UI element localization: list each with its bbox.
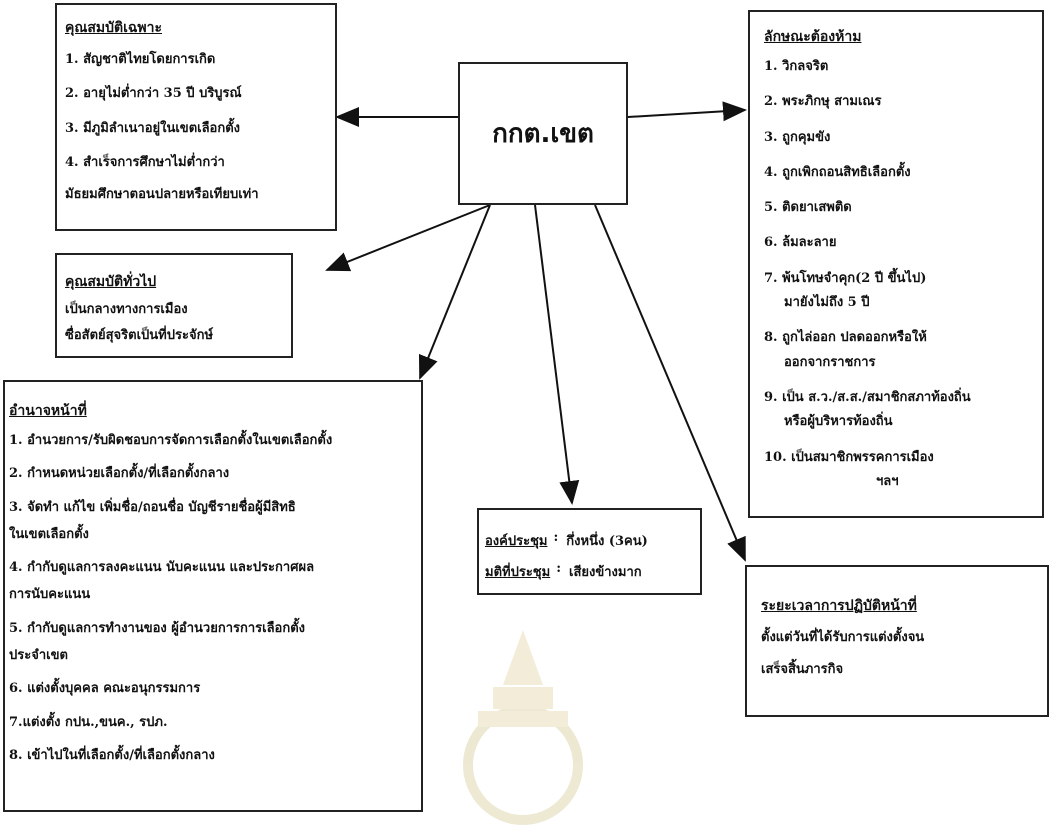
resolution-label: มติที่ประชุม <box>485 565 551 580</box>
list-item: 8. เข้าไปในที่เลือกตั้ง/ที่เลือกตั้งกลาง <box>9 747 215 763</box>
arrow-to-prohibitions <box>627 101 747 122</box>
list-item: 7. พ้นโทษจำคุก(2 ปี ขึ้นไป) <box>764 270 927 286</box>
resolution-row: มติที่ประชุม : เสียงข้างมาก <box>485 561 700 582</box>
arrow-to-meeting <box>534 204 580 505</box>
center-node: กกต.เขต <box>458 62 628 205</box>
list-item: 4. กำกับดูแลการลงคะแนน นับคะแนน และประกา… <box>9 560 315 576</box>
list-item: หรือผู้บริหารท้องถิ่น <box>784 414 893 430</box>
duties-title: อำนาจหน้าที่ <box>9 403 87 419</box>
list-item: 5. กำกับดูแลการทำงานของ ผู้อำนวยการการเล… <box>9 620 306 636</box>
list-item: 2. อายุไม่ต่ำกว่า 35 ปี บริบูรณ์ <box>65 86 242 102</box>
list-item: ออกจากราชการ <box>784 354 876 370</box>
specific-qualifications-box: คุณสมบัติเฉพาะ 1. สัญชาติไทยโดยการเกิด 2… <box>55 3 337 231</box>
list-item: เป็นกลางทางการเมือง <box>65 302 188 317</box>
general-qualifications-title: คุณสมบัติทั่วไป <box>65 274 157 290</box>
center-label: กกต.เขต <box>492 119 594 149</box>
arrow-to-general-qualifications <box>325 204 491 272</box>
list-item: ในเขตเลือกตั้ง <box>9 526 89 542</box>
list-item: มายังไม่ถึง 5 ปี <box>784 295 870 311</box>
list-item: ประจำเขต <box>9 648 68 664</box>
quorum-value: กึ่งหนึ่ง (3คน) <box>566 534 648 549</box>
prohibitions-title: ลักษณะต้องห้าม <box>764 29 862 45</box>
list-item: 10. เป็นสมาชิกพรรคการเมือง <box>764 449 934 465</box>
list-item: มัธยมศึกษาตอนปลายหรือเทียบเท่า <box>65 187 259 203</box>
list-item: ฯลฯ <box>876 473 899 489</box>
general-qualifications-box: คุณสมบัติทั่วไป เป็นกลางทางการเมือง ซื่อ… <box>55 253 293 358</box>
colon: : <box>556 561 562 576</box>
list-item: 5. ติดยาเสพติด <box>764 200 852 216</box>
list-item: 3. มีภูมิลำเนาอยู่ในเขตเลือกตั้ง <box>65 120 241 136</box>
list-item: 3. ถูกคุมขัง <box>764 129 831 145</box>
arrow-to-duties <box>418 204 491 380</box>
term-title: ระยะเวลาการปฏิบัติหน้าที่ <box>761 598 917 614</box>
term-box: ระยะเวลาการปฏิบัติหน้าที่ ตั้งแต่วันที่ไ… <box>745 565 1049 717</box>
list-item: เสร็จสิ้นภารกิจ <box>761 662 844 678</box>
meeting-box: องค์ประชุม : กึ่งหนึ่ง (3คน) มติที่ประชุ… <box>477 508 702 595</box>
list-item: 7.แต่งตั้ง กปน.,ขนค., รปภ. <box>9 714 168 730</box>
duties-box: อำนาจหน้าที่ 1. อำนวยการ/รับผิดชอบการจัด… <box>3 380 423 812</box>
list-item: 6. แต่งตั้งบุคคล คณะอนุกรรมการ <box>9 681 201 697</box>
list-item: 2. กำหนดหน่วยเลือกตั้ง/ที่เลือกตั้งกลาง <box>9 466 230 482</box>
list-item: การนับคะแนน <box>9 587 91 603</box>
colon: : <box>553 530 559 545</box>
list-item: 2. พระภิกษุ สามเณร <box>764 94 882 110</box>
list-item: 9. เป็น ส.ว./ส.ส./สมาชิกสภาท้องถิ่น <box>764 389 971 405</box>
quorum-label: องค์ประชุม <box>485 534 548 549</box>
quorum-row: องค์ประชุม : กึ่งหนึ่ง (3คน) <box>485 530 700 551</box>
list-item: 1. วิกลจริต <box>764 59 829 74</box>
arrow-to-term <box>594 204 746 562</box>
list-item: 1. สัญชาติไทยโดยการเกิด <box>65 52 216 67</box>
list-item: 6. ล้มละลาย <box>764 235 837 251</box>
list-item: 1. อำนวยการ/รับผิดชอบการจัดการเลือกตั้งใ… <box>9 433 333 448</box>
list-item: ตั้งแต่วันที่ได้รับการแต่งตั้งจน <box>761 630 925 645</box>
list-item: 3. จัดทำ แก้ไข เพิ่มชื่อ/ถอนชื่อ บัญชีรา… <box>9 499 296 515</box>
list-item: ซื่อสัตย์สุจริตเป็นที่ประจักษ์ <box>65 328 214 344</box>
specific-qualifications-title: คุณสมบัติเฉพาะ <box>65 20 163 36</box>
list-item: 4. สำเร็จการศึกษาไม่ต่ำกว่า <box>65 154 225 170</box>
list-item: 8. ถูกไล่ออก ปลดออกหรือให้ <box>764 330 927 346</box>
list-item: 4. ถูกเพิกถอนสิทธิเลือกตั้ง <box>764 164 911 180</box>
prohibitions-box: ลักษณะต้องห้าม 1. วิกลจริต 2. พระภิกษุ ส… <box>748 10 1044 518</box>
resolution-value: เสียงข้างมาก <box>569 565 642 580</box>
